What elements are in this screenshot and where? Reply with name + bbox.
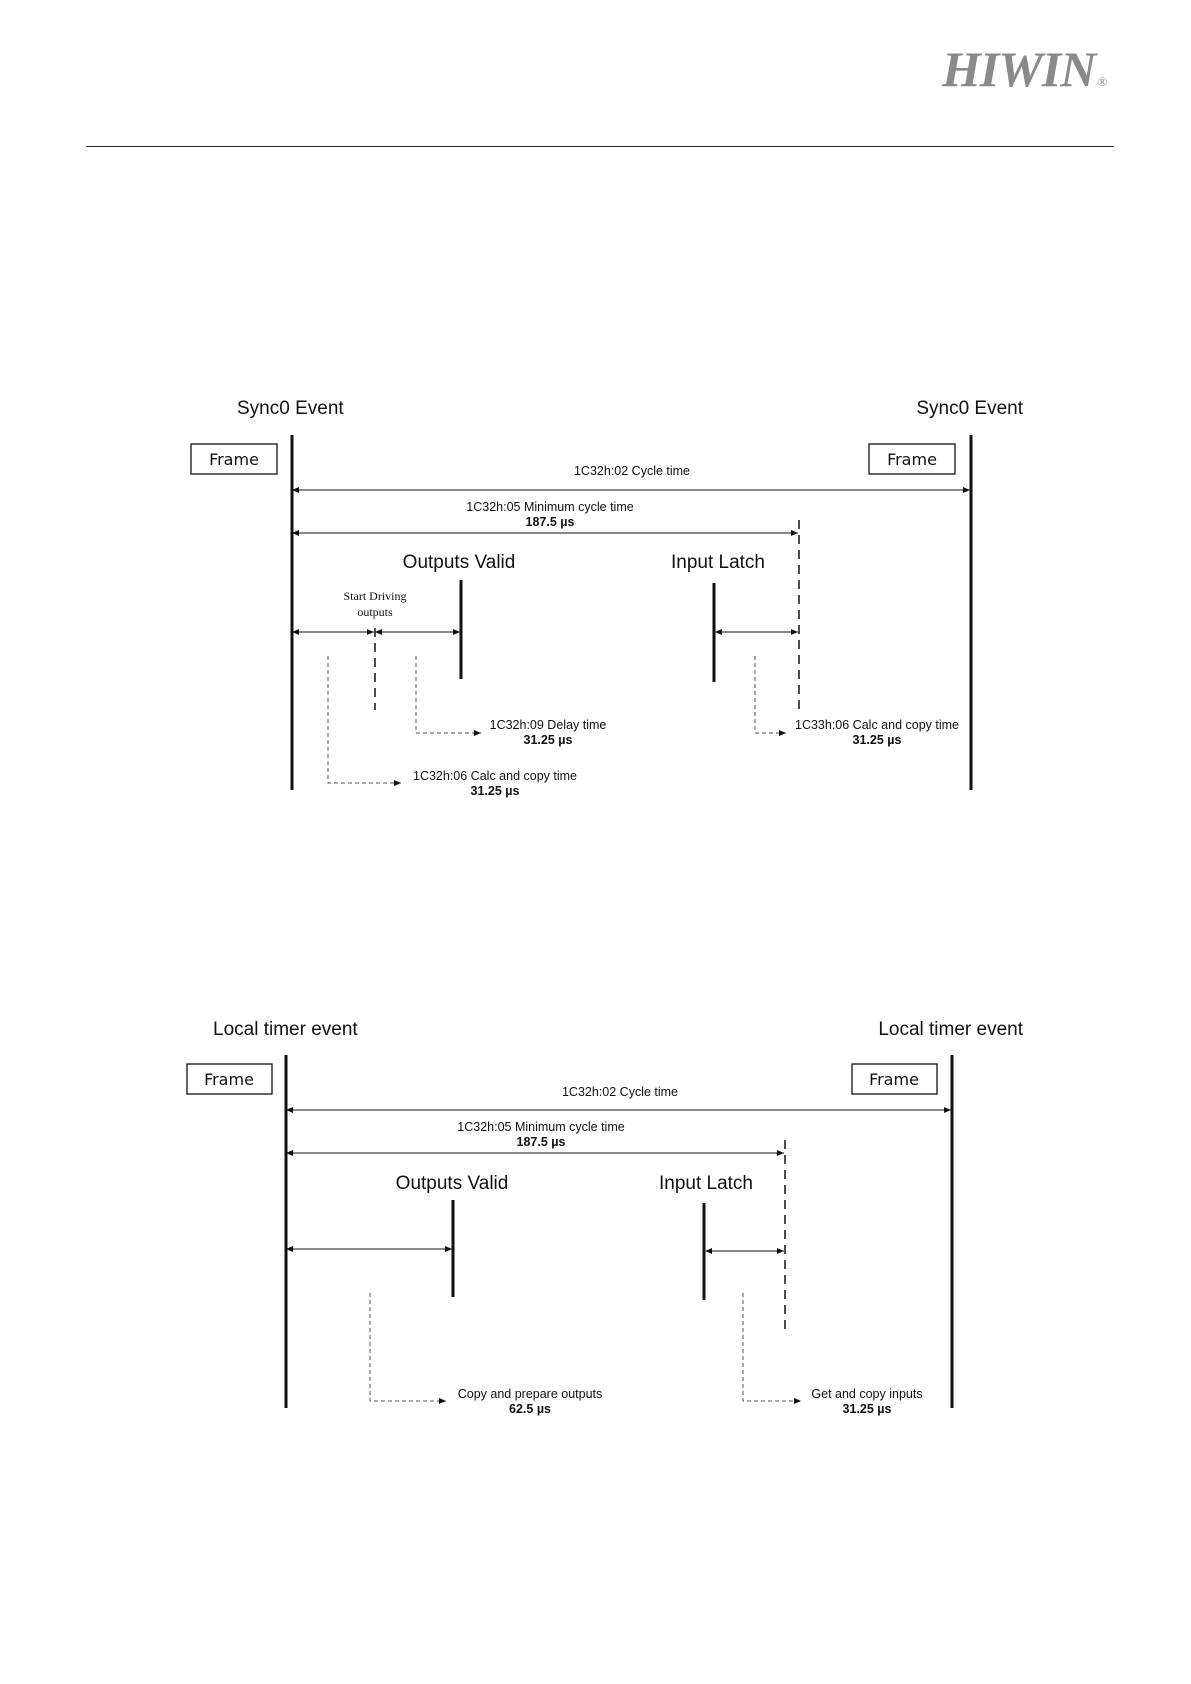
frame-right-label: Frame: [887, 450, 937, 469]
sync0-timing-diagram: Sync0 Event Sync0 Event Frame Frame 1C32…: [190, 398, 1024, 798]
copy-prepare-value: 62.5 µs: [509, 1402, 551, 1416]
output-calc-copy-value: 31.25 µs: [471, 784, 520, 798]
delay-time-leader: [415, 656, 481, 736]
local-event-left-label: Local timer event: [213, 1019, 358, 1040]
frame-box-right: [868, 443, 956, 475]
sync0-event-right-label: Sync0 Event: [916, 398, 1023, 419]
frame-left-label: Frame: [204, 1070, 254, 1089]
local-timer-timing-diagram: Local timer event Local timer event Fram…: [186, 1019, 1024, 1416]
get-copy-value: 31.25 µs: [843, 1402, 892, 1416]
header-divider: [86, 146, 1114, 147]
input-calc-copy-label: 1C33h:06 Calc and copy time: [795, 718, 959, 732]
get-copy-label: Get and copy inputs: [811, 1387, 922, 1401]
input-calc-copy-leader: [754, 656, 786, 736]
start-driving-label-line1: Start Driving: [344, 589, 407, 603]
frame-box-left: [186, 1063, 273, 1095]
input-latch-label: Input Latch: [659, 1173, 753, 1194]
outputs-valid-label: Outputs Valid: [396, 1173, 509, 1194]
logo-text: HIWIN: [942, 41, 1096, 97]
min-cycle-time-value: 187.5 µs: [526, 515, 575, 529]
input-calc-copy-value: 31.25 µs: [853, 733, 902, 747]
copy-prepare-leader: [369, 1293, 446, 1404]
get-copy-leader: [742, 1293, 801, 1404]
hiwin-logo: HIWIN®: [942, 44, 1114, 94]
cycle-time-label: 1C32h:02 Cycle time: [574, 464, 690, 478]
delay-time-label: 1C32h:09 Delay time: [490, 718, 607, 732]
outputs-valid-label: Outputs Valid: [403, 552, 516, 573]
frame-left-label: Frame: [209, 450, 259, 469]
output-calc-copy-label: 1C32h:06 Calc and copy time: [413, 769, 577, 783]
min-cycle-time-label: 1C32h:05 Minimum cycle time: [466, 500, 633, 514]
sync0-event-left-label: Sync0 Event: [237, 398, 344, 419]
min-cycle-time-label: 1C32h:05 Minimum cycle time: [457, 1120, 624, 1134]
local-event-right-label: Local timer event: [878, 1019, 1023, 1040]
input-latch-label: Input Latch: [671, 552, 765, 573]
delay-time-value: 31.25 µs: [524, 733, 573, 747]
output-calc-copy-leader: [327, 656, 401, 786]
cycle-time-label: 1C32h:02 Cycle time: [562, 1085, 678, 1099]
copy-prepare-label: Copy and prepare outputs: [458, 1387, 603, 1401]
frame-right-label: Frame: [869, 1070, 919, 1089]
registered-mark: ®: [1097, 74, 1107, 89]
min-cycle-time-value: 187.5 µs: [517, 1135, 566, 1149]
frame-box-left: [190, 443, 278, 475]
frame-box-right: [851, 1063, 938, 1095]
start-driving-label-line2: outputs: [357, 605, 393, 619]
